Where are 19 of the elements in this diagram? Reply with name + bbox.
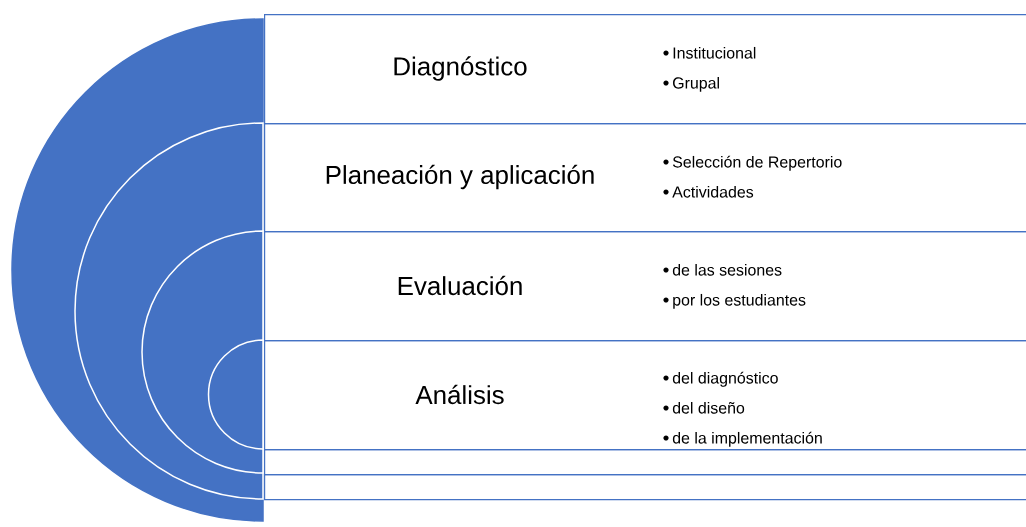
stage-title: Evaluación — [398, 275, 522, 296]
bullet-item: del diagnóstico — [663, 371, 778, 387]
stage-title: Diagnóstico — [394, 56, 527, 81]
row-box — [264, 14, 1026, 125]
bullet-item: Selección de Repertorio — [663, 155, 842, 171]
empty-band — [264, 449, 1026, 476]
bullet-item: Actividades — [663, 185, 754, 198]
row-box — [264, 231, 1026, 342]
row-box — [264, 340, 1026, 451]
bullet-item: Grupal — [663, 76, 719, 92]
stage-title: Análisis — [415, 384, 504, 405]
bullet-item: del diseño — [663, 401, 745, 414]
bullet-item: por los estudiantes — [663, 293, 806, 309]
bullet-item: de las sesiones — [663, 263, 782, 276]
bullet-item: Institucional — [663, 46, 756, 59]
row-box — [264, 123, 1026, 233]
empty-band — [264, 474, 1026, 501]
bullet-item: de la implementación — [663, 431, 822, 447]
stage-title: Planeación y aplicación — [326, 164, 594, 190]
